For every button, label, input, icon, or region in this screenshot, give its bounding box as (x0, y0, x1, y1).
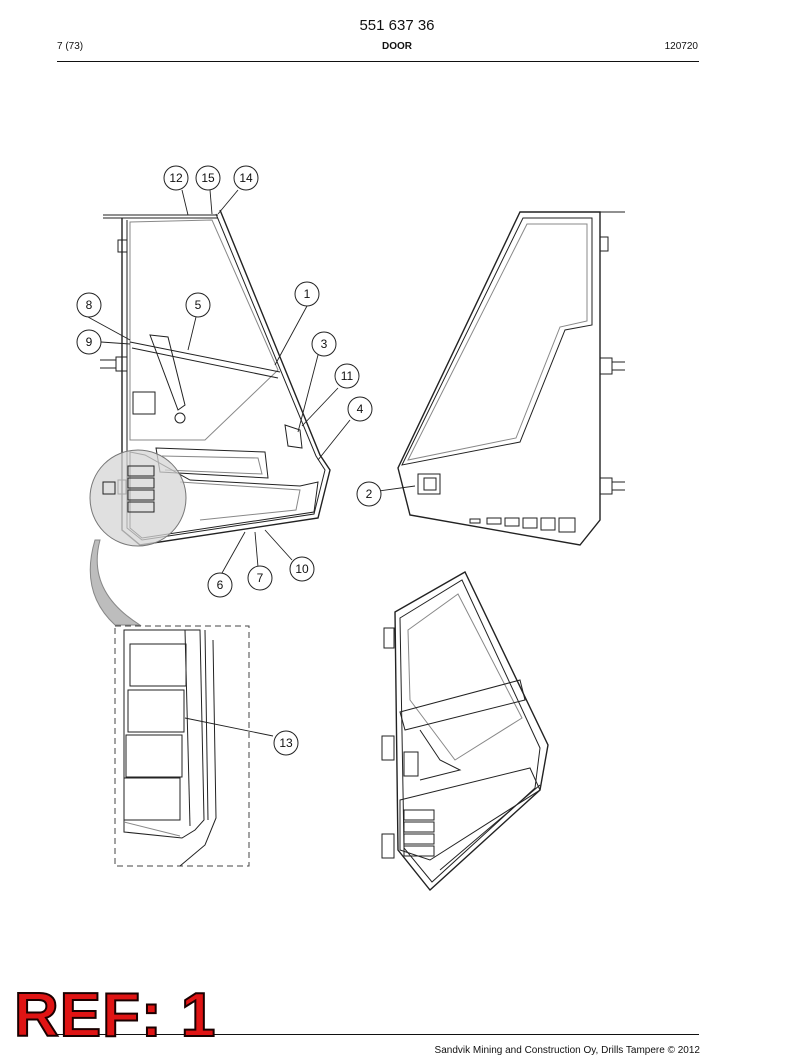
svg-text:11: 11 (341, 369, 354, 383)
svg-text:1: 1 (304, 287, 311, 301)
leader-lines (87, 189, 416, 737)
ref-stamp: REF: 1 (13, 981, 217, 1050)
svg-text:9: 9 (86, 335, 93, 349)
door-outside-view (397, 211, 625, 546)
callout-6: 6 (207, 572, 233, 598)
svg-text:4: 4 (357, 402, 364, 416)
callout-15: 15 (195, 165, 221, 191)
callout-4: 4 (347, 396, 373, 422)
svg-text:10: 10 (295, 562, 309, 576)
svg-text:13: 13 (279, 736, 293, 750)
footer-copyright: Sandvik Mining and Construction Oy, Dril… (434, 1045, 700, 1056)
callout-9: 9 (76, 329, 102, 355)
callout-8: 8 (76, 292, 102, 318)
callout-7: 7 (247, 565, 273, 591)
callout-12: 12 (163, 165, 189, 191)
svg-text:3: 3 (321, 337, 328, 351)
svg-text:7: 7 (257, 571, 264, 585)
document-number: 551 637 36 (359, 17, 435, 34)
section-title: DOOR (382, 41, 412, 52)
callout-10: 10 (289, 556, 315, 582)
vent-detail-view (114, 625, 250, 867)
svg-text:6: 6 (217, 578, 224, 592)
callout-3: 3 (311, 331, 337, 357)
callout-1: 1 (294, 281, 320, 307)
door-isometric-view (381, 571, 549, 892)
svg-text:5: 5 (195, 298, 202, 312)
svg-text:8: 8 (86, 298, 93, 312)
callout-14: 14 (233, 165, 259, 191)
svg-text:14: 14 (239, 171, 253, 185)
svg-text:12: 12 (169, 171, 183, 185)
callout-13: 13 (273, 730, 299, 756)
svg-text:2: 2 (366, 487, 373, 501)
page-number: 7 (73) (57, 41, 84, 52)
footer-rule (57, 1034, 699, 1035)
callout-5: 5 (185, 292, 211, 318)
header-rule (57, 61, 699, 62)
svg-text:15: 15 (201, 171, 215, 185)
callout-11: 11 (334, 363, 360, 389)
document-date: 120720 (664, 41, 698, 52)
door-inside-view (89, 209, 331, 626)
callout-2: 2 (356, 481, 382, 507)
